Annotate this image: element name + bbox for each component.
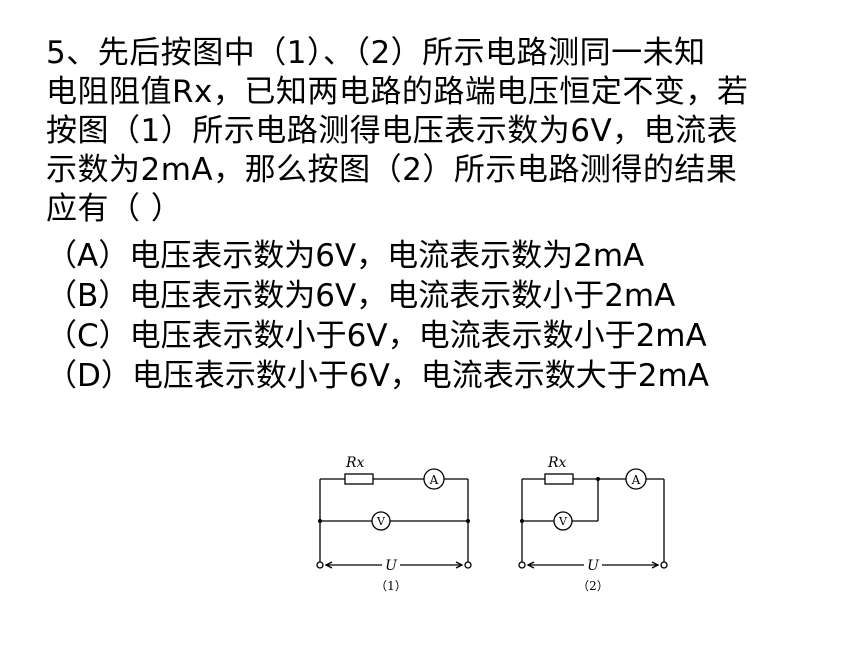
option-c[interactable]: （C）电压表示数小于6V，电流表示数小于2mA <box>46 318 707 354</box>
ammeter-label-2: A <box>631 473 641 487</box>
resistor-label-2: Rx <box>547 455 567 471</box>
ammeter-1 <box>423 468 445 490</box>
question-line-3: 按图（1）所示电路测得电压表示数为6V，电流表 <box>46 113 739 149</box>
question-text: 5、先后按图中（1）、（2）所示电路测同一未知 电阻阻值Rx，已知两电路的路端电… <box>46 34 836 229</box>
circuit-2 <box>518 468 668 569</box>
voltmeter-label-2: V <box>558 515 568 528</box>
circuit-1 <box>316 468 472 569</box>
caption-2: （2） <box>577 579 609 593</box>
option-b[interactable]: （B）电压表示数为6V，电流表示数小于2mA <box>46 278 676 314</box>
voltmeter-label-1: V <box>376 515 386 528</box>
option-a[interactable]: （A）电压表示数为6V，电流表示数为2mA <box>46 238 645 274</box>
resistor-2 <box>544 473 574 485</box>
voltmeter-2 <box>553 511 573 531</box>
voltage-label-2: U <box>587 558 600 574</box>
option-d[interactable]: （D）电压表示数小于6V，电流表示数大于2mA <box>46 358 709 394</box>
question-line-2: 电阻阻值Rx，已知两电路的路端电压恒定不变，若 <box>46 74 749 110</box>
answer-options: （A）电压表示数为6V，电流表示数为2mA （B）电压表示数为6V，电流表示数小… <box>46 236 709 396</box>
ammeter-label-1: A <box>429 473 439 487</box>
voltmeter-1 <box>371 511 391 531</box>
resistor-label-1: Rx <box>345 455 365 471</box>
question-line-1: 5、先后按图中（1）、（2）所示电路测同一未知 <box>46 35 706 71</box>
ammeter-2 <box>625 468 647 490</box>
circuit-diagram: Rx A V U （1） Rx A V U （2） <box>316 455 668 593</box>
question-line-5: 应有（ ） <box>46 191 183 227</box>
caption-1: （1） <box>375 579 407 593</box>
voltage-label-1: U <box>385 558 398 574</box>
resistor-1 <box>344 473 374 485</box>
question-line-4: 示数为2mA，那么按图（2）所示电路测得的结果 <box>46 152 738 188</box>
